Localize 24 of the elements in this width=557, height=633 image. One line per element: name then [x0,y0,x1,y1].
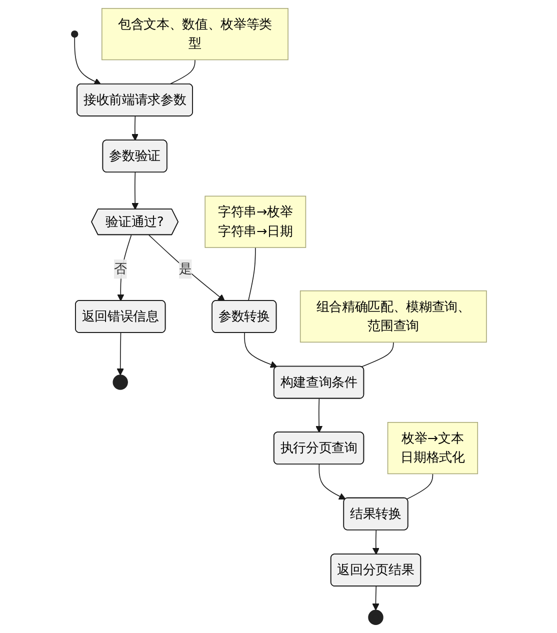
arrow [372,586,379,610]
edge-label: 是 [178,261,192,276]
node-circle [70,30,78,38]
arrow [116,234,132,302]
node-circle [368,610,383,625]
arrow [74,36,101,85]
node-box: 包含文本、数值、枚举等类型 [101,8,288,60]
arrow [116,332,124,376]
arrow [148,234,225,302]
connector [248,247,256,302]
node-circle [112,374,128,390]
node-box: 组合精确匹配、模糊查询、范围查询 [300,290,486,343]
edge-label: 否 [114,261,126,276]
connector [406,473,433,500]
node-box: 枚举→文本 日期格式化 [386,422,478,474]
arrow [315,398,322,433]
arrow [131,116,138,141]
arrow [372,530,380,555]
connector [360,342,394,368]
arrow [318,464,346,500]
arrow [244,332,277,368]
arrow [131,172,138,210]
node-box: 字符串→枚举 字符串→日期 [204,196,306,248]
connector [168,59,195,85]
